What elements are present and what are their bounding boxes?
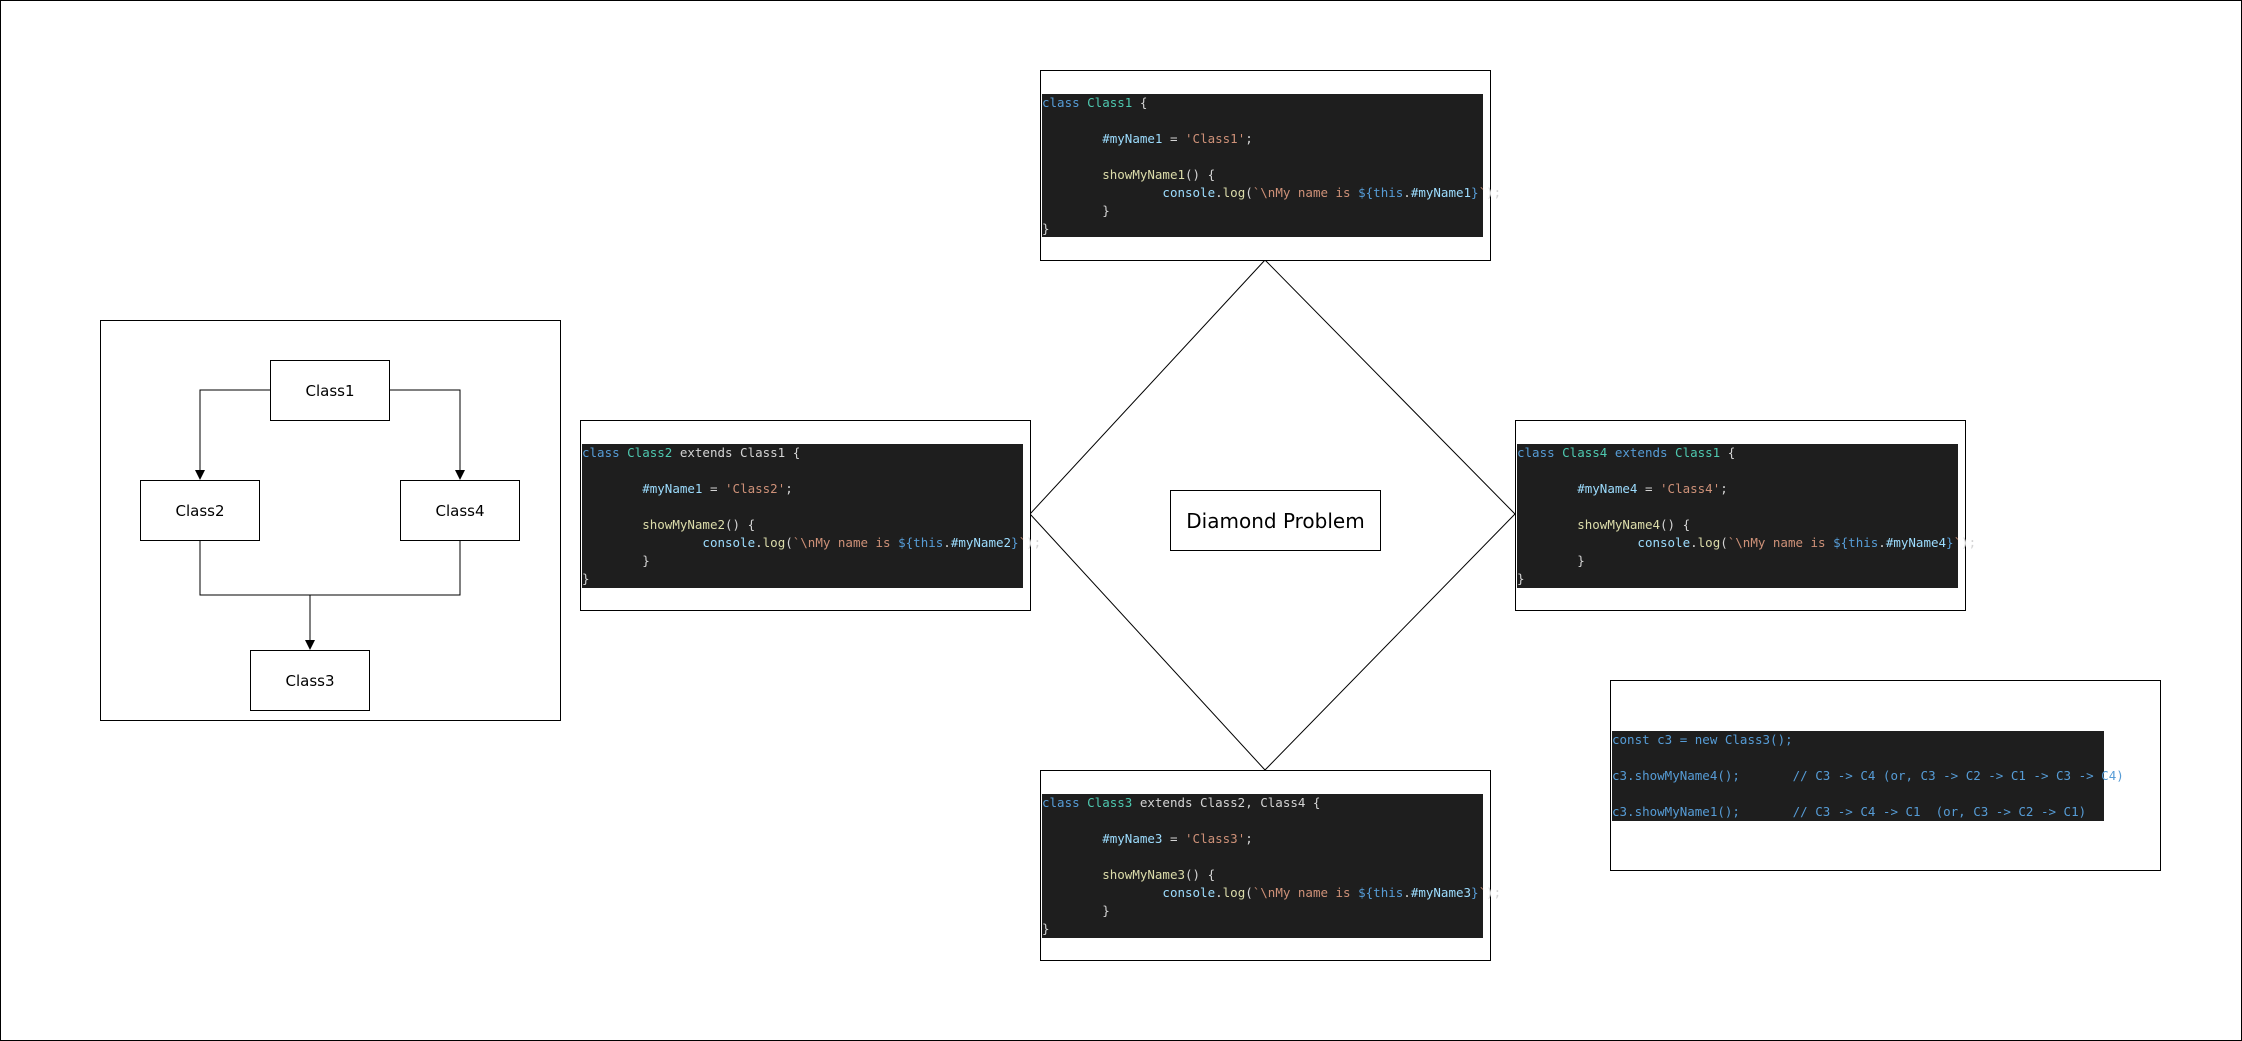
node-class4: Class4 (400, 480, 520, 541)
code-line: showMyName4() { (1577, 517, 1691, 532)
code-block-usage: const c3 = new Class3(); c3.showMyName4(… (1612, 731, 2124, 821)
code-block-class1: class Class1 { #myName1 = 'Class1'; show… (1042, 94, 1502, 237)
code-line: } (1042, 921, 1050, 936)
code-line (1042, 112, 1483, 130)
code-line: c3.showMyName1(); // C3 -> C4 -> C1 (or,… (1612, 804, 2087, 819)
code-block-class2: class Class2 extends Class1 { #myName1 =… (582, 444, 1042, 588)
code-line: showMyName2() { (642, 517, 756, 532)
code-line: showMyName3() { (1102, 867, 1216, 882)
code-line: class Class1 { (1042, 95, 1148, 110)
code-line (582, 462, 1023, 480)
code-line: } (1042, 221, 1050, 236)
code-line: #myName1 = 'Class1'; (1102, 131, 1253, 146)
code-line: #myName3 = 'Class3'; (1102, 831, 1253, 846)
code-line: console.log(`\nMy name is ${this.#myName… (702, 535, 1042, 550)
code-line (1612, 749, 2104, 767)
code-line: console.log(`\nMy name is ${this.#myName… (1162, 185, 1502, 200)
code-line: } (1042, 203, 1110, 218)
code-line: class Class4 extends Class1 { (1517, 445, 1736, 460)
code-line: c3.showMyName4(); // C3 -> C4 (or, C3 ->… (1612, 768, 2124, 783)
diagram-title: Diamond Problem (1170, 490, 1381, 551)
code-line: console.log(`\nMy name is ${this.#myName… (1162, 885, 1502, 900)
code-line (1517, 462, 1958, 480)
node-class3: Class3 (250, 650, 370, 711)
code-line: } (582, 553, 650, 568)
code-line (1517, 498, 1958, 516)
code-line: const c3 = new Class3(); (1612, 732, 1793, 747)
node-class1: Class1 (270, 360, 390, 421)
code-line: } (582, 571, 590, 586)
code-line: console.log(`\nMy name is ${this.#myName… (1637, 535, 1977, 550)
code-line: } (1042, 903, 1110, 918)
code-line: class Class3 extends Class2, Class4 { (1042, 795, 1321, 810)
node-class2: Class2 (140, 480, 260, 541)
code-line: showMyName1() { (1102, 167, 1216, 182)
code-block-class3: class Class3 extends Class2, Class4 { #m… (1042, 794, 1502, 938)
code-line: #myName1 = 'Class2'; (642, 481, 793, 496)
code-line (1612, 785, 2104, 803)
code-line (1042, 148, 1483, 166)
code-line: } (1517, 553, 1585, 568)
code-line: } (1517, 571, 1525, 586)
code-line: class Class2 extends Class1 { (582, 445, 801, 460)
code-line (582, 498, 1023, 516)
code-line (1042, 812, 1483, 830)
code-block-class4: class Class4 extends Class1 { #myName4 =… (1517, 444, 1977, 588)
code-line (1042, 848, 1483, 866)
code-line: #myName4 = 'Class4'; (1577, 481, 1728, 496)
